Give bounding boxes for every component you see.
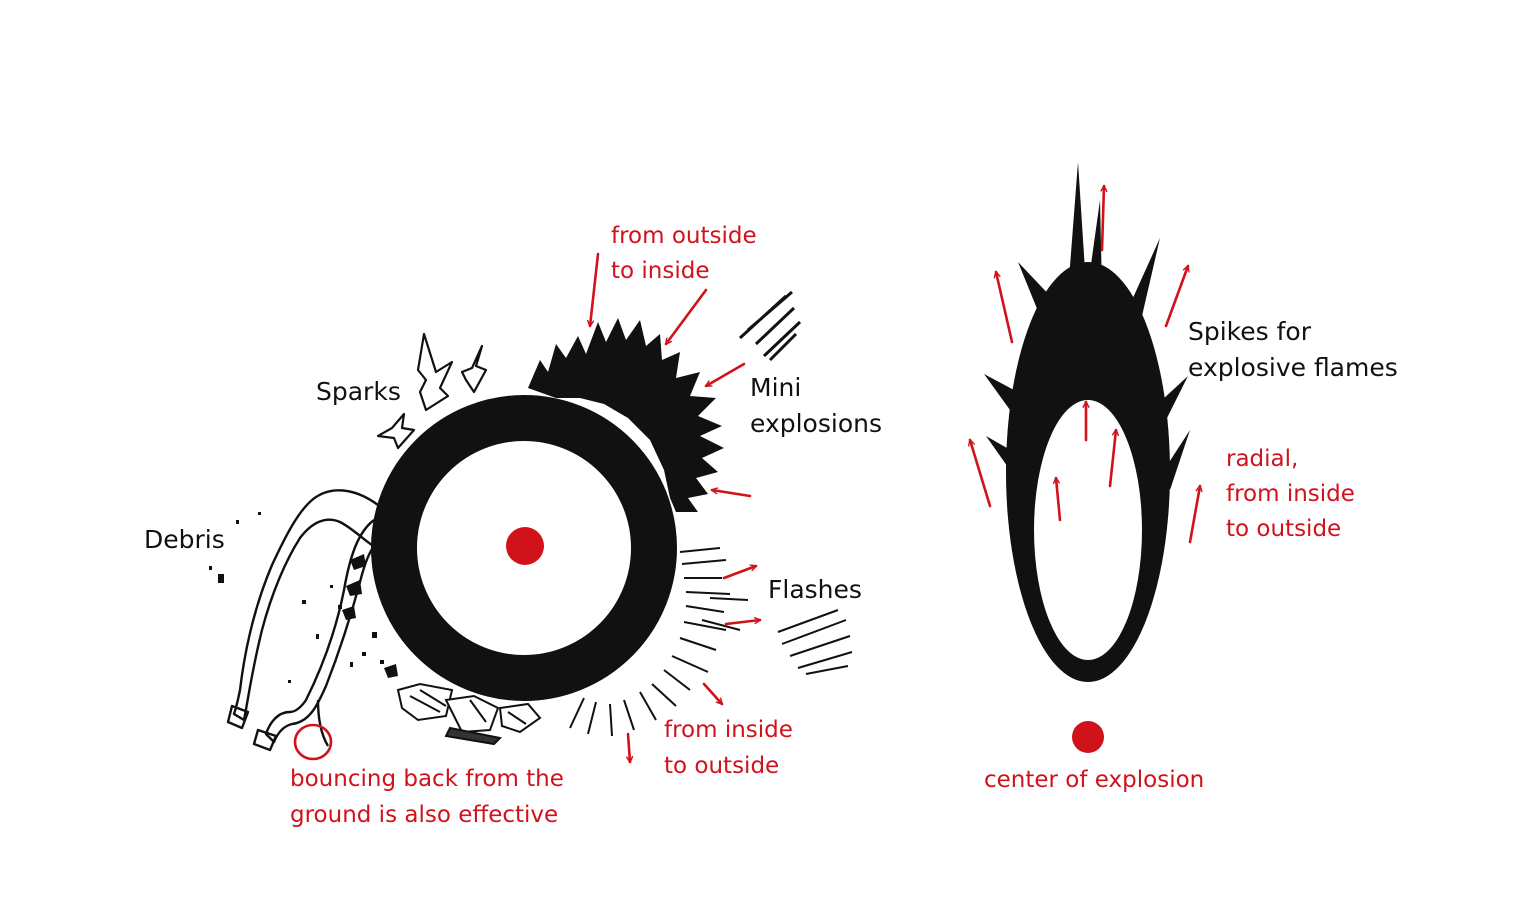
arrow-mini-explosions <box>704 362 746 388</box>
arrow-inside-out-2 <box>628 732 630 764</box>
arrow-radial-3 <box>1164 264 1188 328</box>
arrow-radial-1 <box>1102 184 1104 252</box>
label-mini-explosions-line1: Mini <box>750 373 802 402</box>
annotation-from-outside-line1: from outside <box>611 223 757 249</box>
annotation-center-of-explosion: center of explosion <box>984 767 1205 793</box>
arrow-inside-out-1 <box>702 682 724 706</box>
arrow-radial-7 <box>1108 428 1116 488</box>
mini-explosions <box>528 290 802 512</box>
ground-chunks <box>396 682 542 746</box>
center-dot-right <box>1072 721 1104 753</box>
label-debris: Debris <box>144 525 225 554</box>
annotation-bouncing-line1: bouncing back from the <box>290 766 564 792</box>
right-explosion-figure <box>970 162 1200 753</box>
sparks <box>376 332 488 450</box>
arrow-radial-5 <box>1188 484 1200 544</box>
label-mini-explosions-line2: explosions <box>750 409 882 438</box>
label-sparks: Sparks <box>316 377 401 406</box>
annotation-from-inside-line2: to outside <box>664 753 780 779</box>
center-dot-left <box>506 527 544 565</box>
arrow-radial-2 <box>996 270 1014 344</box>
ring-bits <box>342 554 398 678</box>
annotation-from-inside-line1: from inside <box>664 717 793 743</box>
arrow-radial-4 <box>970 438 992 508</box>
annotation-radial-line3: to outside <box>1226 516 1342 542</box>
annotation-radial-line1: radial, <box>1226 446 1299 472</box>
flashes <box>569 547 853 737</box>
label-spikes-line1: Spikes for <box>1188 317 1311 346</box>
explosion-ring <box>371 395 677 701</box>
arrow-flash-1 <box>722 566 758 580</box>
arrow-outside-in-1 <box>590 252 600 328</box>
debris-specks <box>209 512 384 683</box>
arrow-flash-2 <box>724 620 762 626</box>
arrow-outside-in-2 <box>664 288 708 346</box>
annotation-from-outside-line2: to inside <box>611 258 710 284</box>
flame-spikes-inner <box>1026 320 1158 470</box>
annotation-bouncing-line2: ground is also effective <box>290 802 559 828</box>
annotation-arrows-right <box>970 184 1200 544</box>
flame-ellipse-inner <box>1034 400 1142 660</box>
label-flashes: Flashes <box>768 575 862 604</box>
annotation-radial-line2: from inside <box>1226 481 1355 507</box>
arrow-mini-explosions-2 <box>710 490 752 498</box>
debris-plumes <box>226 489 381 752</box>
arrow-radial-8 <box>1056 476 1062 522</box>
label-spikes-line2: explosive flames <box>1188 353 1398 382</box>
bounce-circle <box>293 723 333 761</box>
left-explosion-figure <box>209 252 853 764</box>
annotation-arrows-left <box>590 252 762 764</box>
